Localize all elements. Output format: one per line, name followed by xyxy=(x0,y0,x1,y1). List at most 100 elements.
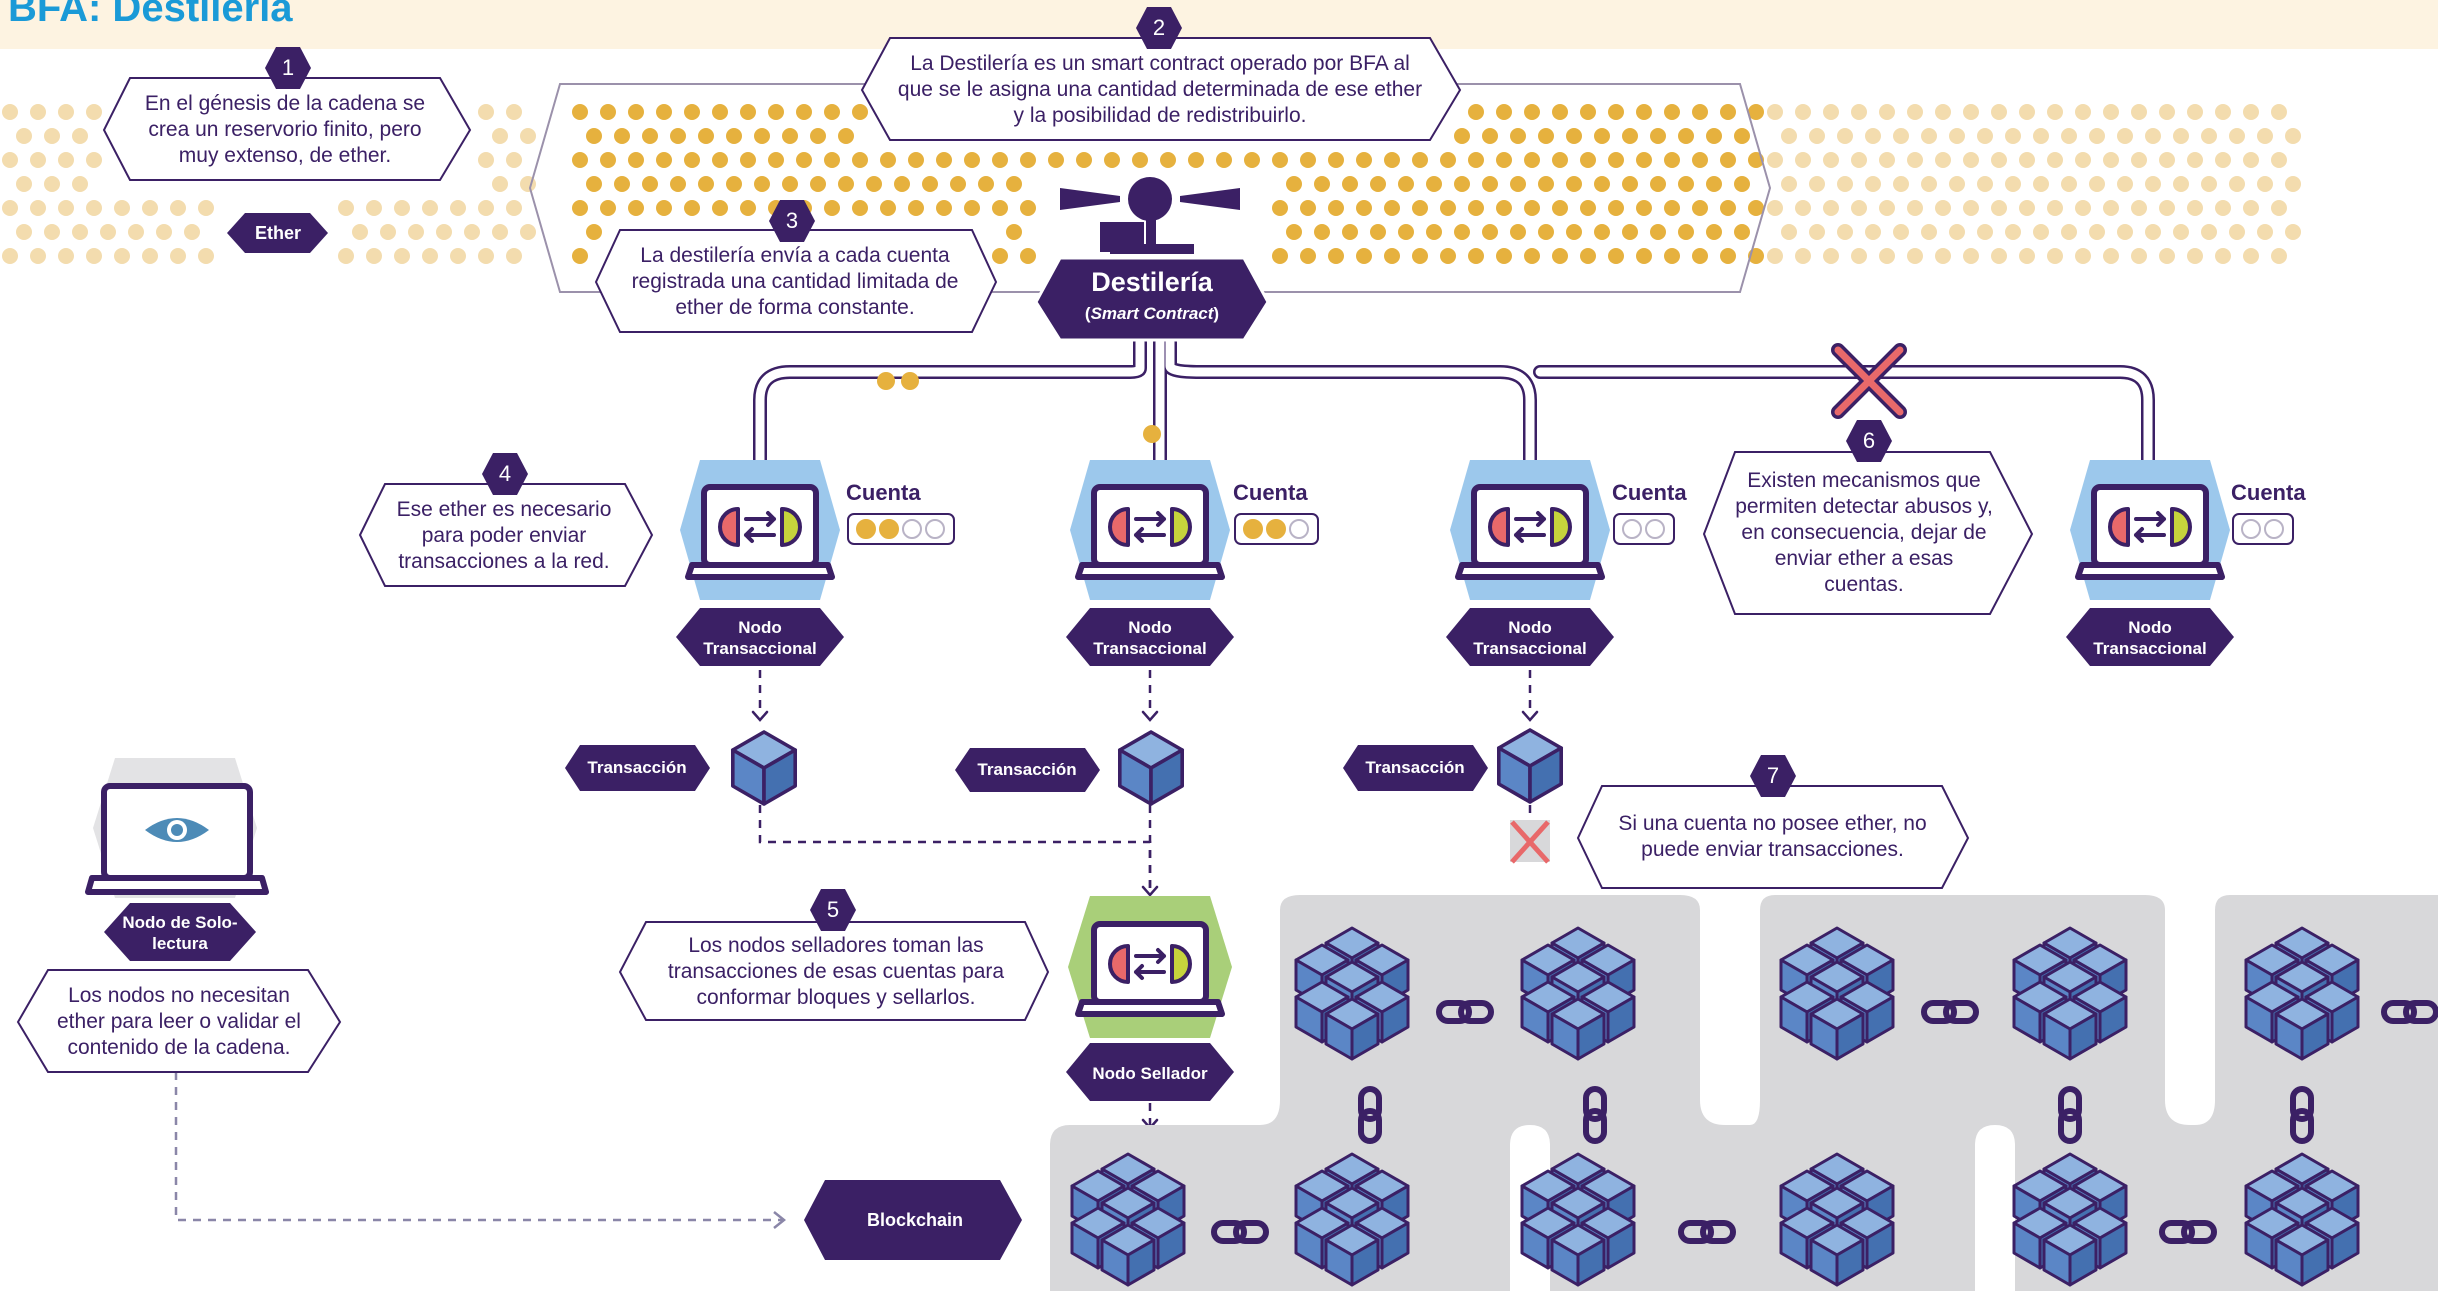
ether-dot xyxy=(1496,152,1512,168)
ether-dot xyxy=(86,104,102,120)
ether-dot xyxy=(30,248,46,264)
step-4-text: Ese ether es necesario para poder enviar… xyxy=(396,498,612,573)
distribution-pipes xyxy=(753,335,2155,467)
step-7-text: Si una cuenta no posee ether, no puede e… xyxy=(1618,812,1927,861)
ether-dot xyxy=(1552,200,1568,216)
ether-dot xyxy=(1454,224,1470,240)
ether-dot xyxy=(380,224,396,240)
distillery-reservoir-hexagon xyxy=(528,83,1772,293)
ether-dot xyxy=(492,176,508,192)
ether-dot xyxy=(2243,248,2259,264)
ether-dot xyxy=(1006,176,1022,192)
sealer-node xyxy=(1068,896,1232,1038)
ether-dot xyxy=(1851,104,1867,120)
ether-dot xyxy=(352,224,368,240)
ether-dot xyxy=(2033,176,2049,192)
ether-dot xyxy=(184,224,200,240)
ether-dot xyxy=(1949,224,1965,240)
ether-dot xyxy=(16,176,32,192)
ether-dot xyxy=(2,248,18,264)
distillery-subtitle: (Smart Contract) xyxy=(1084,304,1220,323)
ether-dot xyxy=(1636,152,1652,168)
ether-dot xyxy=(422,248,438,264)
ether-dot xyxy=(2103,104,2119,120)
ether-dot xyxy=(992,248,1008,264)
node-label-sealer: Nodo Sellador xyxy=(1092,1063,1208,1083)
ether-dot xyxy=(422,200,438,216)
ether-dot xyxy=(936,200,952,216)
ether-dot xyxy=(1580,104,1596,120)
ether-dot xyxy=(1851,200,1867,216)
ether-dot xyxy=(1767,248,1783,264)
ether-dot xyxy=(492,128,508,144)
blocked-x-icon xyxy=(1834,346,1904,416)
balance-dot xyxy=(856,519,876,539)
ether-dot xyxy=(100,224,116,240)
ether-dot xyxy=(1538,224,1554,240)
balance-dot xyxy=(1622,519,1642,539)
ether-dot xyxy=(1356,152,1372,168)
ether-dot xyxy=(58,248,74,264)
ether-dot xyxy=(1977,176,1993,192)
balance-dot xyxy=(1243,519,1263,539)
ether-drop xyxy=(877,372,895,390)
ether-dot xyxy=(1678,176,1694,192)
ether-dot xyxy=(1767,152,1783,168)
ether-dot xyxy=(86,152,102,168)
ether-dot xyxy=(670,176,686,192)
ether-dot xyxy=(1524,200,1540,216)
ether-dot xyxy=(1328,200,1344,216)
step-badge-2: 2 xyxy=(1136,5,1182,51)
ether-dot xyxy=(1608,152,1624,168)
ether-dot xyxy=(30,104,46,120)
ether-dot xyxy=(142,248,158,264)
account-node-3 xyxy=(1450,460,1610,600)
ether-dot xyxy=(782,176,798,192)
ether-dot xyxy=(894,176,910,192)
ether-dot xyxy=(1823,200,1839,216)
node-label-transactional-1: Nodo Transaccional xyxy=(703,618,817,658)
ether-dot xyxy=(2047,248,2063,264)
ether-dot xyxy=(2075,200,2091,216)
ether-dot xyxy=(936,152,952,168)
ether-dot xyxy=(2215,248,2231,264)
ether-dot xyxy=(908,152,924,168)
ether-dot xyxy=(2117,128,2133,144)
ether-dot xyxy=(1496,104,1512,120)
account-label-2: Cuenta xyxy=(1233,480,1308,505)
ether-dot xyxy=(1935,104,1951,120)
ether-dot xyxy=(1837,176,1853,192)
ether-dot xyxy=(1664,104,1680,120)
ether-dot xyxy=(1594,128,1610,144)
ether-dot xyxy=(1272,248,1288,264)
ether-dot xyxy=(86,200,102,216)
ether-dot xyxy=(1440,200,1456,216)
balance-dot xyxy=(1289,519,1309,539)
step-3-text: La destilería envía a cada cuenta regist… xyxy=(631,244,959,319)
ether-dot xyxy=(614,128,630,144)
ether-dot xyxy=(478,248,494,264)
ether-dot xyxy=(2187,248,2203,264)
ether-dot xyxy=(628,200,644,216)
ether-dot xyxy=(58,152,74,168)
ether-dot xyxy=(880,200,896,216)
ether-dot xyxy=(2159,152,2175,168)
ether-dot xyxy=(628,152,644,168)
ether-dot xyxy=(1781,224,1797,240)
ether-dot xyxy=(1020,200,1036,216)
ether-dot xyxy=(1734,128,1750,144)
ether-dot xyxy=(838,128,854,144)
ether-dot xyxy=(2,104,18,120)
ether-dot xyxy=(1720,152,1736,168)
ether-dot xyxy=(2089,224,2105,240)
ether-dot xyxy=(2117,224,2133,240)
ether-dot xyxy=(1006,224,1022,240)
ether-dot xyxy=(684,152,700,168)
ether-dot xyxy=(128,224,144,240)
ether-dot xyxy=(1748,200,1764,216)
ether-dot xyxy=(2257,128,2273,144)
ether-dot xyxy=(2187,152,2203,168)
step-2-text: La Destilería es un smart contract opera… xyxy=(897,52,1423,127)
transaction-cube-2 xyxy=(1117,730,1184,806)
